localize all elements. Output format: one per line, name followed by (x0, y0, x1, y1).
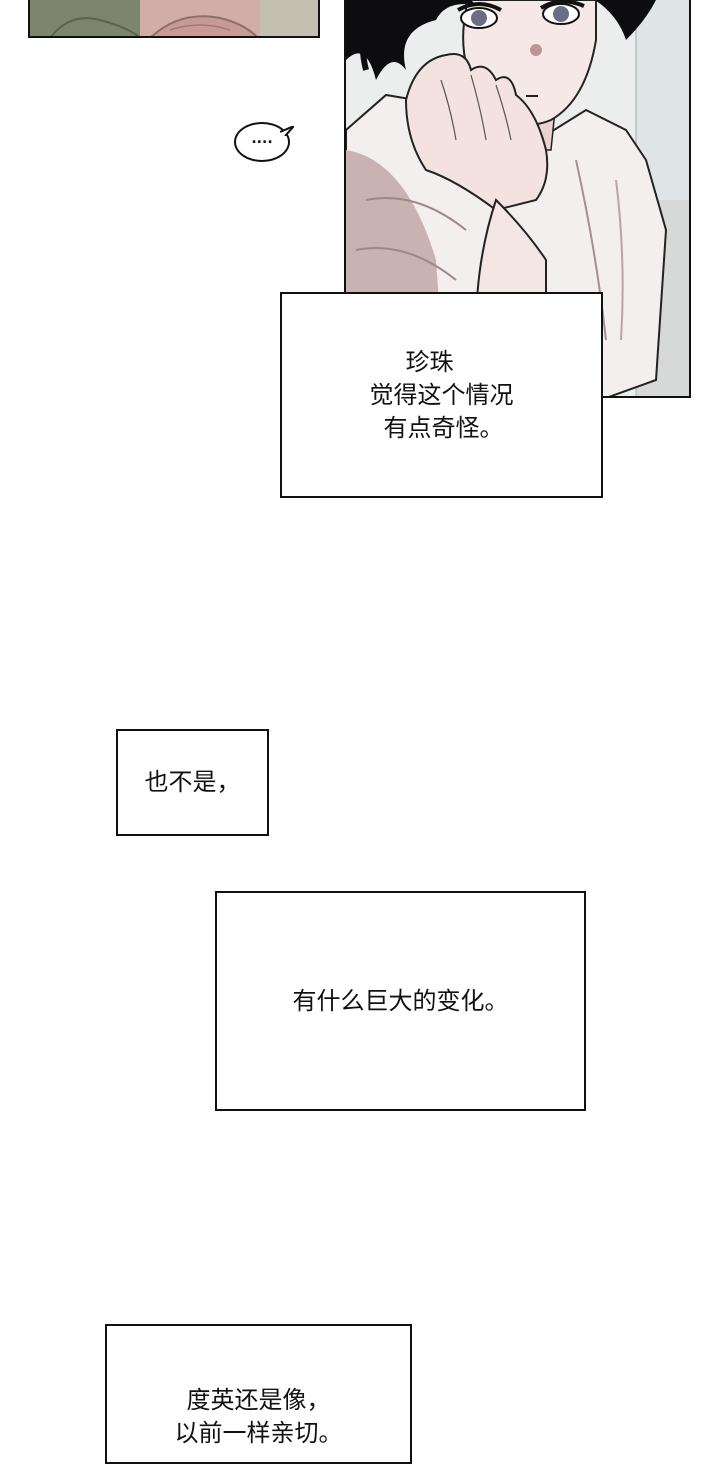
caption-4-line-1: 度英还是像， (186, 1386, 331, 1414)
caption-box-4: 度英还是像， 以前一样亲切。 (105, 1324, 412, 1464)
caption-box-1: 珍珠 觉得这个情况 有点奇怪。 (280, 292, 603, 498)
panel-top-left-art (30, 0, 318, 36)
caption-box-3: 有什么巨大的变化。 (215, 891, 586, 1111)
caption-1-line-3: 有点奇怪。 (383, 413, 504, 442)
thought-bubble-tail (280, 126, 294, 136)
caption-2-line-1: 也不是， (144, 768, 241, 796)
panel-top-left (28, 0, 320, 38)
caption-3-line-1: 有什么巨大的变化。 (292, 986, 509, 1015)
caption-1-text: 珍珠 觉得这个情况 有点奇怪。 (370, 346, 514, 445)
thought-bubble-text: .... (251, 131, 273, 147)
thought-bubble: .... (234, 122, 290, 162)
caption-4-line-2: 以前一样亲切。 (174, 1419, 343, 1447)
caption-1-line-1: 珍珠 (405, 347, 454, 376)
caption-box-2: 也不是， (116, 729, 269, 836)
caption-3-text: 有什么巨大的变化。 (293, 985, 509, 1018)
caption-4-text: 度英还是像， 以前一样亲切。 (175, 1384, 343, 1450)
caption-1-line-2: 觉得这个情况 (369, 380, 514, 409)
caption-2-text: 也不是， (145, 766, 241, 799)
